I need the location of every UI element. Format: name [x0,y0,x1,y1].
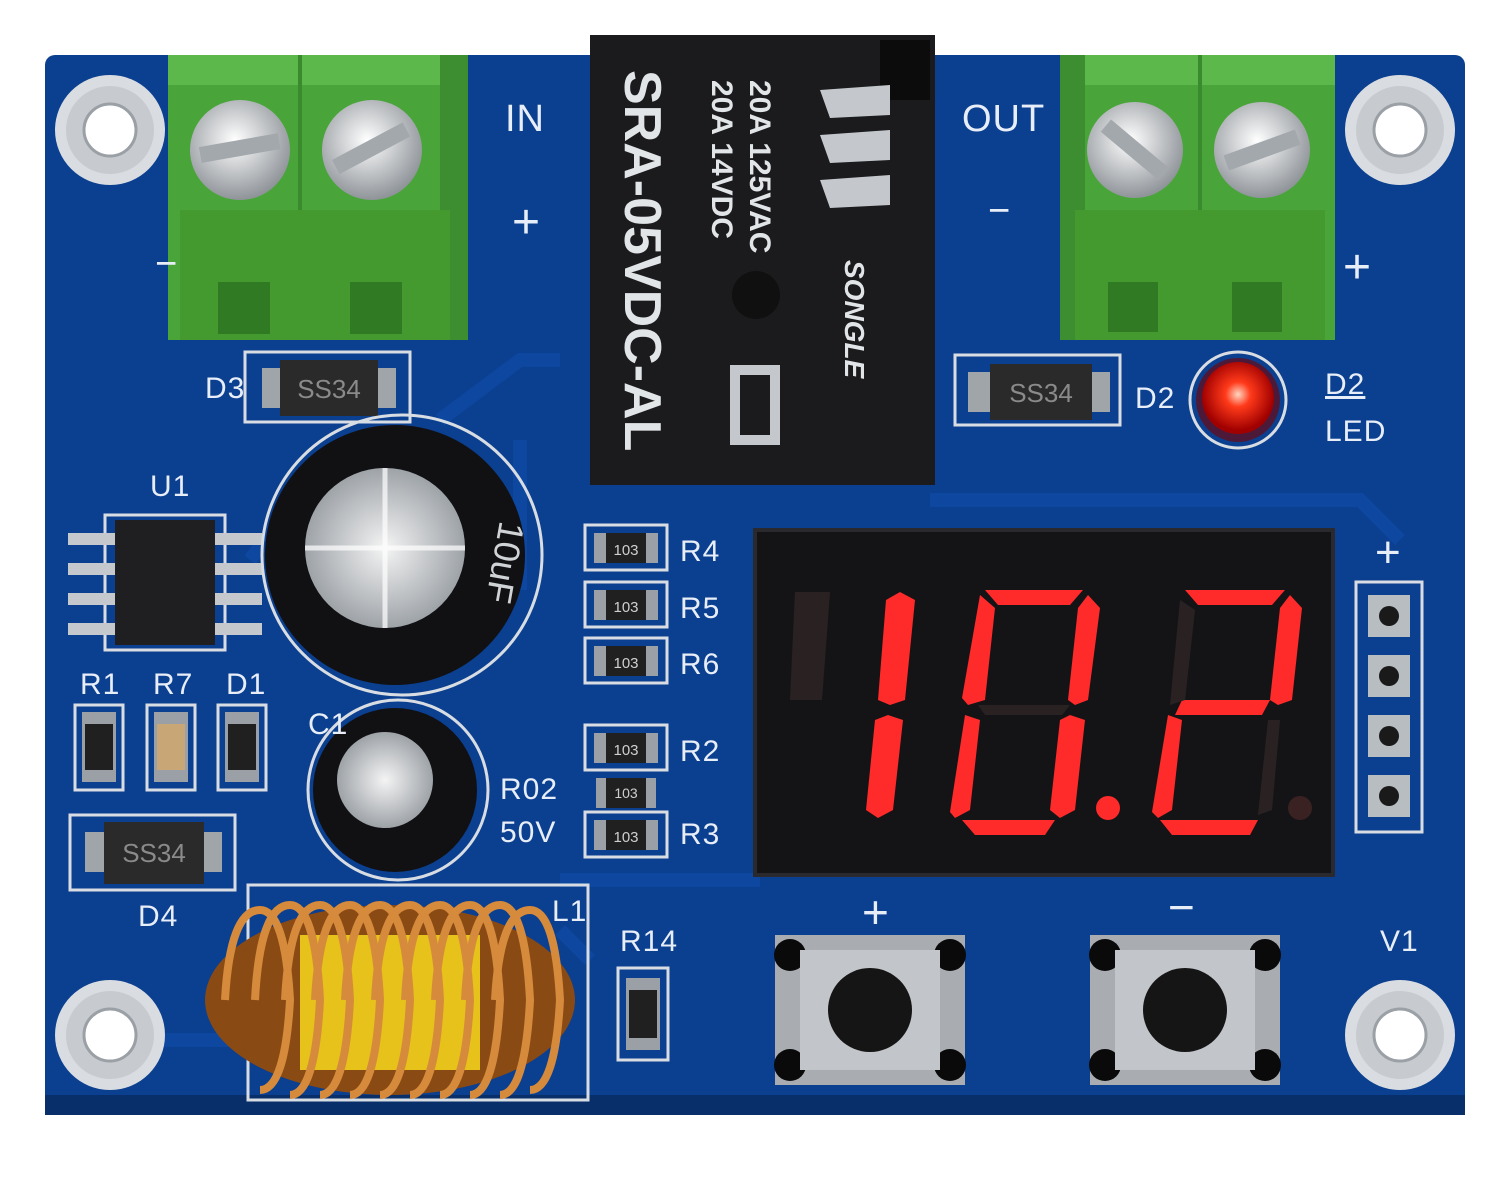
diode-d2: SS34 [953,353,1122,427]
pin-header [1354,580,1424,834]
label-c1: C1 [308,708,349,741]
label-r3: R3 [680,818,721,851]
digit-3-segments [1152,590,1312,835]
plus-button[interactable] [775,935,965,1085]
diode-d2-code: SS34 [1009,378,1073,408]
minus-button[interactable] [1090,935,1280,1085]
relay-rating-2: 20A 125VAC [743,80,776,253]
diode-d3: SS34 [243,350,412,424]
diode-d4: SS34 [68,813,237,892]
label-out-minus: − [988,190,1012,232]
label-button-plus: + [862,886,890,938]
resistor-r02: 103 [596,778,656,808]
terminal-in [168,55,468,340]
label-r02: R02 [500,773,559,806]
mounting-holes [55,75,1455,1090]
label-r5: R5 [680,592,721,625]
relay-brand: SONGLE [839,260,870,380]
diode-d1 [216,703,268,792]
label-l1: L1 [552,895,588,928]
digit-2-segments [950,590,1120,835]
resistor-r1 [73,703,125,792]
hole-top-right [1345,75,1455,185]
relay-model: SRA-05VDC-AL [613,70,671,451]
relay-rating-1: 20A 14VDC [705,80,738,239]
relay: SRA-05VDC-AL 20A 14VDC 20A 125VAC SONGLE [590,35,935,485]
hole-top-left [55,75,165,185]
label-d1: D1 [226,668,267,701]
resistor-r4-code: 103 [613,542,638,559]
resistor-r14 [616,966,670,1062]
resistor-r6-code: 103 [613,655,638,672]
resistor-r02-code: 103 [614,785,638,801]
label-out-plus: + [1343,241,1373,294]
label-d2-led: D2 [1325,368,1366,401]
resistor-r4: 103 [583,523,669,572]
label-50v: 50V [500,816,557,849]
label-header-plus: + [1375,528,1402,577]
capacitor-large: 10uF [260,413,544,697]
digit-1-segments [790,592,915,818]
label-r7: R7 [153,668,194,701]
resistor-r6: 103 [583,636,669,685]
label-d4: D4 [138,900,179,933]
capacitor-r7 [145,703,197,792]
label-led: LED [1325,415,1387,448]
ic-u1 [68,513,262,652]
label-r14: R14 [620,925,679,958]
label-in: IN [505,98,545,140]
label-d2: D2 [1135,382,1176,415]
resistor-r3-code: 103 [613,829,638,846]
terminal-out [1060,55,1335,340]
button-plus-body [774,935,966,1085]
diode-d3-code: SS34 [297,374,361,404]
resistor-r3: 103 [583,810,669,859]
label-v1: V1 [1380,925,1419,958]
hole-bottom-right [1345,980,1455,1090]
led-d2 [1188,350,1288,450]
label-r2: R2 [680,735,721,768]
inductor-l1 [205,883,590,1102]
label-u1: U1 [150,470,191,503]
label-d3: D3 [205,372,246,405]
label-in-plus: + [512,196,542,249]
label-button-minus: − [1168,881,1196,933]
label-r6: R6 [680,648,721,681]
hole-bottom-left [55,980,165,1090]
resistor-r5-code: 103 [613,599,638,616]
seven-segment-display [753,528,1335,877]
label-out: OUT [962,98,1046,140]
capacitor-c1 [306,698,490,882]
resistor-r5: 103 [583,580,669,629]
resistor-r2-code: 103 [613,742,638,759]
label-r1: R1 [80,668,121,701]
label-in-minus: − [155,243,179,285]
label-r4: R4 [680,535,721,568]
button-minus-body [1089,935,1281,1085]
diode-d4-code: SS34 [122,838,186,868]
resistor-r2: 103 [583,723,669,772]
